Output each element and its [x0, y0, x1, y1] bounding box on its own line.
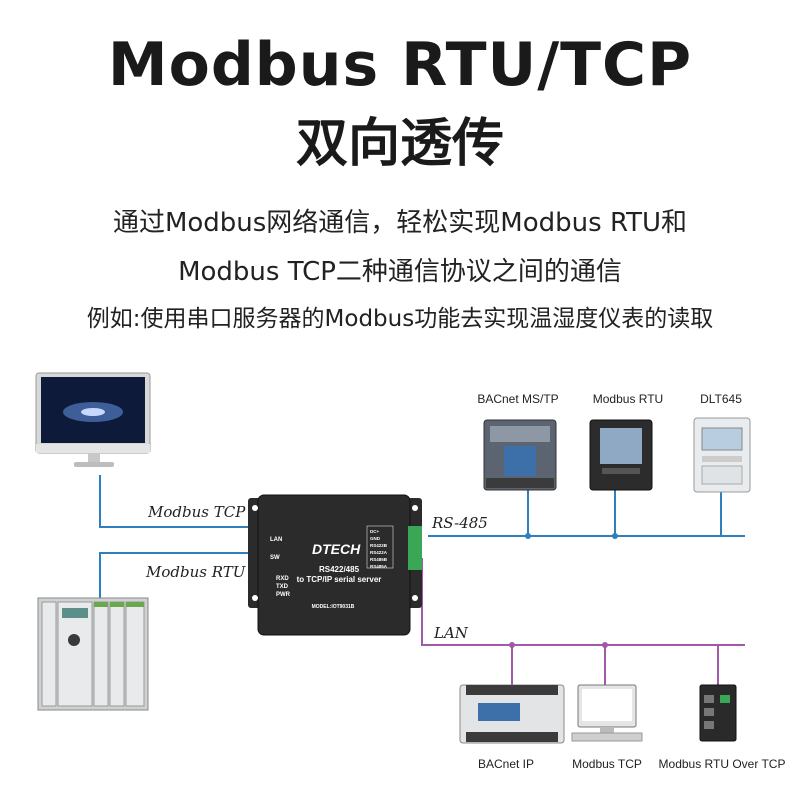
- dlt645-energy-meter-icon: [693, 417, 751, 493]
- network-diagram: Modbus TCP Modbus RTU RS-485 LAN LAN: [35, 372, 786, 771]
- led-label-sw: SW: [270, 555, 280, 561]
- subtitle-line-1: 通过Modbus网络通信，轻松实现Modbus RTU和: [112, 208, 688, 238]
- junction-dot: [509, 642, 515, 648]
- label-modbus-tcp: Modbus TCP: [147, 503, 246, 521]
- terminal-rs422a: RS422A: [370, 550, 388, 555]
- label-bacnet-mstp: BACnet MS/TP: [477, 392, 558, 406]
- bacnet-ip-controller-icon: [459, 684, 565, 744]
- terminal-labels: DC+ GND RS422B RS422A RS485B RS485A: [366, 525, 394, 569]
- desktop-monitor-icon: [35, 372, 151, 467]
- label-modbus-rtu: Modbus RTU: [145, 563, 247, 581]
- model-line-2: to TCP/IP serial server: [297, 575, 382, 584]
- rs485-links: [99, 475, 745, 600]
- terminal-dc-plus: DC+: [370, 529, 379, 534]
- modbus-tcp-pc-icon: [571, 684, 643, 742]
- lan-bus: [421, 558, 745, 646]
- serial-server-device: LAN SW RXD TXD PWR DTECH RS422/485 to TC…: [248, 494, 422, 636]
- page-title-chinese: 双向透传: [295, 114, 504, 174]
- led-label-pwr: PWR: [276, 592, 291, 598]
- junction-dot: [612, 533, 618, 539]
- model-line-1: RS422/485: [319, 565, 360, 574]
- terminal-block: [408, 526, 422, 570]
- label-modbus-tcp-device: Modbus TCP: [572, 757, 642, 771]
- label-lan: LAN: [433, 624, 469, 642]
- terminal-rs422b: RS422B: [370, 543, 388, 548]
- modbus-rtu-meter-icon: [589, 419, 653, 491]
- led-label-lan: LAN: [270, 537, 282, 543]
- label-rs485: RS-485: [431, 514, 488, 532]
- label-bacnet-ip: BACnet IP: [478, 757, 534, 771]
- lan-links: [421, 558, 745, 685]
- brand-logo: DTECH: [312, 541, 361, 557]
- plc-rack-icon: [37, 597, 149, 711]
- bacnet-mstp-controller-icon: [483, 419, 557, 491]
- led-label-rxd: RXD: [276, 576, 289, 582]
- terminal-rs485b: RS485B: [370, 557, 388, 562]
- label-modbus-rtu-over-tcp: Modbus RTU Over TCP: [659, 757, 786, 771]
- link-plc-to-server: [99, 552, 258, 600]
- link-pc-to-server: [99, 475, 258, 528]
- page-title: Modbus RTU/TCP: [107, 30, 693, 100]
- junction-dot: [602, 642, 608, 648]
- terminal-gnd: GND: [370, 536, 381, 541]
- label-modbus-rtu-device: Modbus RTU: [593, 392, 663, 406]
- label-dlt645: DLT645: [700, 392, 742, 406]
- modbus-rtu-over-tcp-gateway-icon: [699, 684, 737, 742]
- led-label-txd: TXD: [276, 584, 289, 590]
- terminal-rs485a: RS485A: [370, 564, 388, 569]
- subtitle-line-3: 例如:使用串口服务器的Modbus功能去实现温湿度仪表的读取: [86, 306, 714, 332]
- model-number: MODEL:IOT9031B: [312, 604, 355, 610]
- junction-dot: [525, 533, 531, 539]
- subtitle-line-2: Modbus TCP二种通信协议之间的通信: [178, 257, 622, 287]
